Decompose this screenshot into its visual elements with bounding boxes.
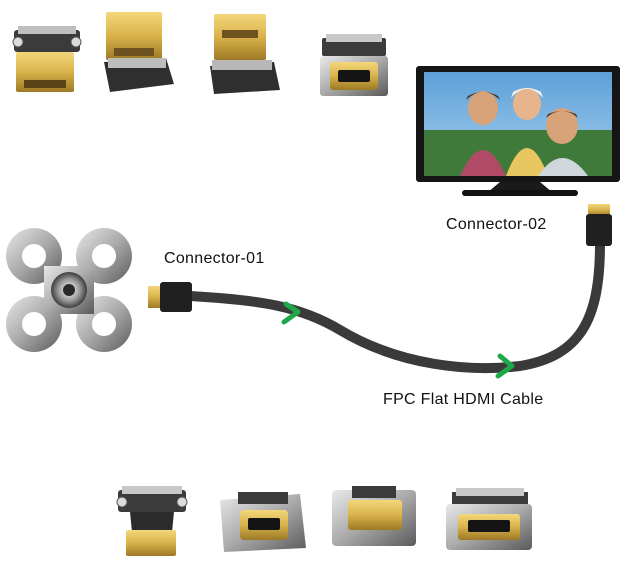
bottom-connector-mini-female-angled [220,492,306,552]
fpc-connector-hub-icon [6,228,132,352]
cable-label: FPC Flat HDMI Cable [383,391,544,408]
top-connector-male-angled-up [104,12,174,92]
connector-02-label: Connector-02 [446,216,547,233]
bottom-connector-mini-female-flat [446,488,532,550]
top-connector-male-straight [12,26,82,92]
bottom-connector-mini-female-panel [332,486,416,546]
connector-02-plug [586,204,612,246]
connector-01-plug [148,282,192,312]
cable-arrow-1-icon [281,301,301,325]
connector-01-label: Connector-01 [164,250,265,267]
top-connector-male-angled-down [210,14,280,94]
top-connector-female-panel [320,34,388,96]
tv-monitor [416,66,620,196]
cable-arrow-2-icon [495,353,515,379]
fpc-cable [185,239,605,374]
bottom-connector-mini-male [116,486,188,556]
